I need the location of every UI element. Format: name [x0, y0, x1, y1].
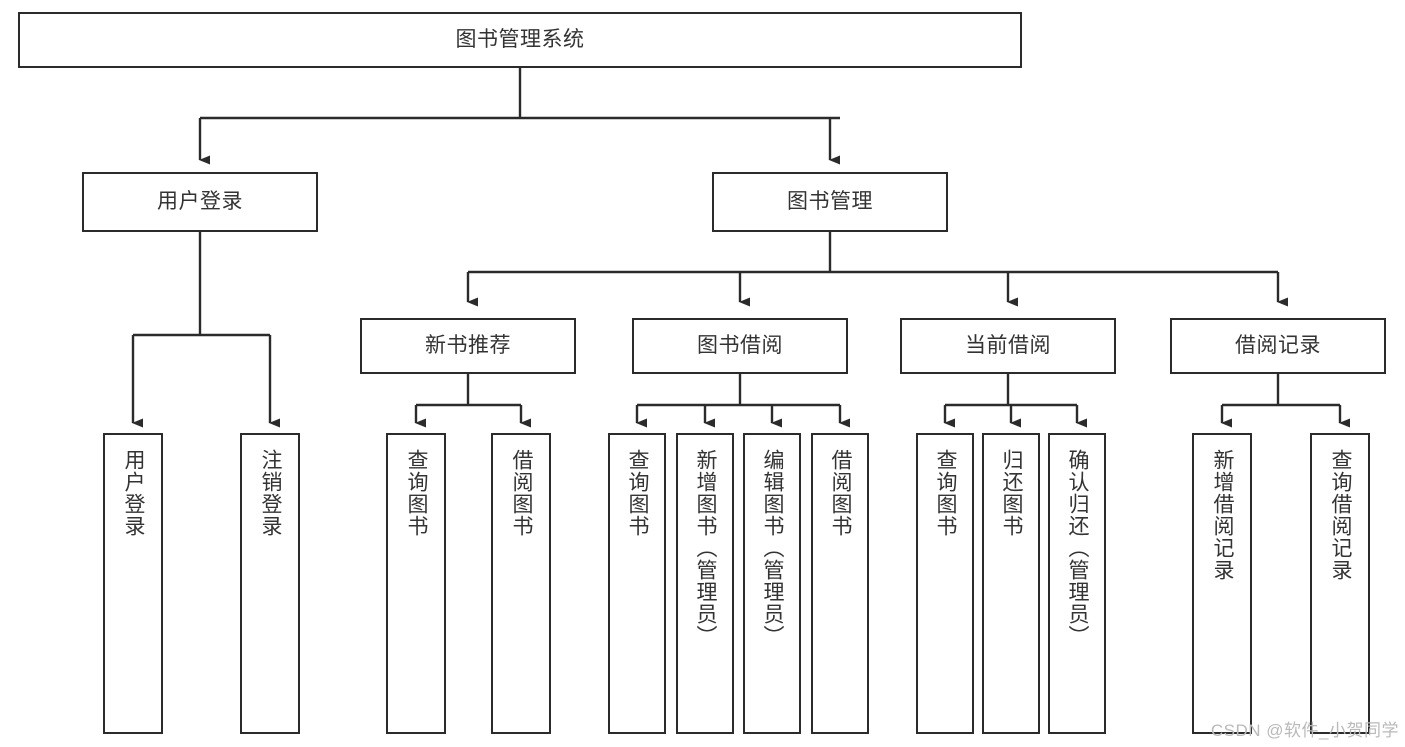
node-borrow-record[interactable]: 借阅记录 [1170, 318, 1386, 374]
node-book-manage-label: 图书管理 [787, 190, 873, 214]
node-book-borrow[interactable]: 图书借阅 [632, 318, 848, 374]
node-leaf-confirm-return-label: 确认归还（管理员） [1066, 449, 1090, 647]
node-user-login-label: 用户登录 [157, 190, 243, 214]
node-leaf-query-record-label: 查询借阅记录 [1329, 449, 1353, 581]
node-user-login[interactable]: 用户登录 [82, 172, 318, 232]
node-book-manage[interactable]: 图书管理 [712, 172, 948, 232]
node-leaf-add-book[interactable]: 新增图书（管理员） [676, 433, 734, 734]
node-root[interactable]: 图书管理系统 [18, 12, 1022, 68]
node-current-borrow-label: 当前借阅 [965, 334, 1051, 358]
node-leaf-logout-login[interactable]: 注销登录 [240, 433, 300, 734]
node-leaf-query-book-1[interactable]: 查询图书 [386, 433, 446, 734]
node-leaf-borrow-book-1[interactable]: 借阅图书 [491, 433, 551, 734]
node-leaf-query-record[interactable]: 查询借阅记录 [1310, 433, 1370, 734]
node-leaf-add-record[interactable]: 新增借阅记录 [1192, 433, 1252, 734]
node-leaf-edit-book-label: 编辑图书（管理员） [761, 449, 785, 647]
node-leaf-add-record-label: 新增借阅记录 [1211, 449, 1235, 581]
node-leaf-query-book-2-label: 查询图书 [626, 449, 650, 537]
node-new-book-recommend[interactable]: 新书推荐 [360, 318, 576, 374]
csdn-watermark: CSDN @软件_小贺同学 [1210, 721, 1399, 740]
node-new-book-recommend-label: 新书推荐 [425, 334, 511, 358]
node-book-borrow-label: 图书借阅 [697, 334, 783, 358]
node-leaf-edit-book[interactable]: 编辑图书（管理员） [743, 433, 801, 734]
node-leaf-user-login[interactable]: 用户登录 [103, 433, 163, 734]
node-leaf-return-book-label: 归还图书 [1000, 449, 1024, 537]
node-leaf-query-book-3[interactable]: 查询图书 [916, 433, 974, 734]
node-leaf-borrow-book-2[interactable]: 借阅图书 [811, 433, 869, 734]
node-leaf-borrow-book-2-label: 借阅图书 [829, 449, 853, 537]
node-leaf-logout-login-label: 注销登录 [259, 449, 283, 537]
node-leaf-query-book-3-label: 查询图书 [934, 449, 958, 537]
node-current-borrow[interactable]: 当前借阅 [900, 318, 1116, 374]
node-leaf-user-login-label: 用户登录 [122, 449, 146, 537]
node-leaf-query-book-1-label: 查询图书 [405, 449, 429, 537]
node-leaf-add-book-label: 新增图书（管理员） [694, 449, 718, 647]
node-borrow-record-label: 借阅记录 [1235, 334, 1321, 358]
node-leaf-query-book-2[interactable]: 查询图书 [608, 433, 666, 734]
node-leaf-borrow-book-1-label: 借阅图书 [510, 449, 534, 537]
node-leaf-confirm-return[interactable]: 确认归还（管理员） [1048, 433, 1106, 734]
node-root-label: 图书管理系统 [455, 28, 585, 52]
node-leaf-return-book[interactable]: 归还图书 [982, 433, 1040, 734]
